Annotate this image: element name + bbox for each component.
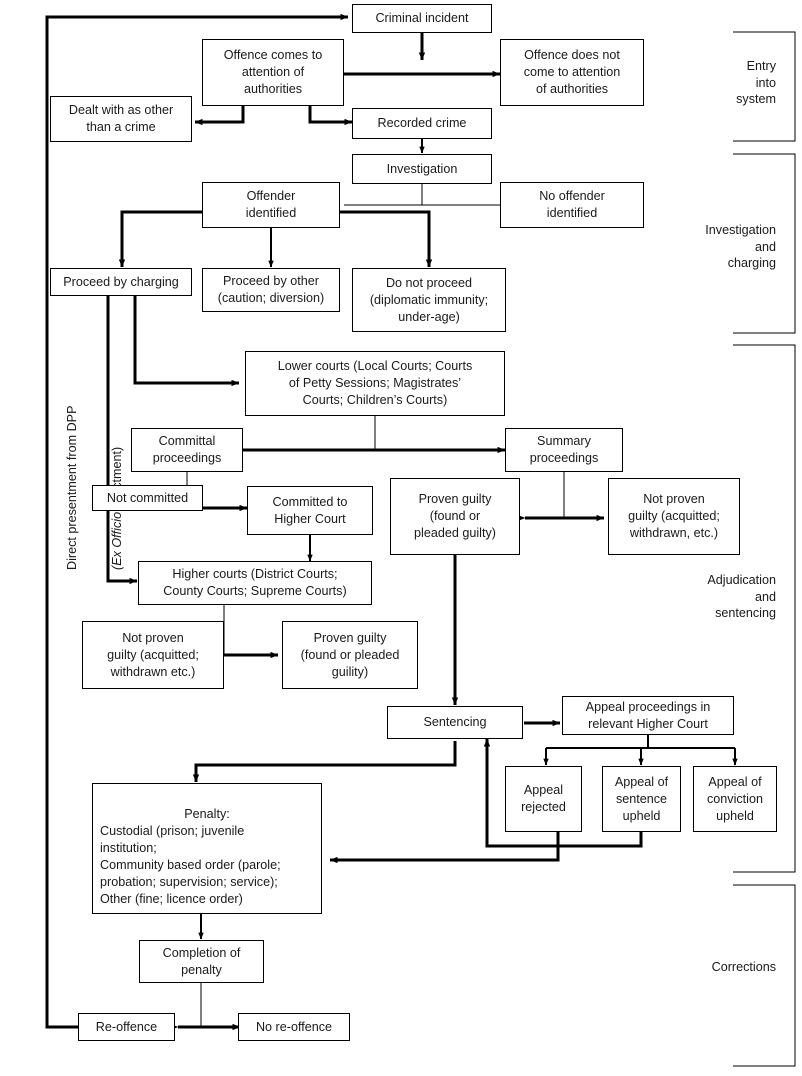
node-lower-courts[interactable]: Lower courts (Local Courts; Courts of Pe… <box>245 351 505 416</box>
node-no-offender-identified[interactable]: No offender identified <box>500 182 644 228</box>
node-sentencing[interactable]: Sentencing <box>387 706 523 739</box>
node-summary-proceedings[interactable]: Summary proceedings <box>505 428 623 472</box>
node-not-proven-guilty-higher[interactable]: Not proven guilty (acquitted; withdrawn … <box>82 621 224 689</box>
node-no-re-offence[interactable]: No re-offence <box>238 1013 350 1041</box>
node-completion-of-penalty[interactable]: Completion of penalty <box>139 940 264 983</box>
node-appeal-proceedings[interactable]: Appeal proceedings in relevant Higher Co… <box>562 696 734 735</box>
node-higher-courts[interactable]: Higher courts (District Courts; County C… <box>138 561 372 605</box>
node-offence-does-not-come-to-attention[interactable]: Offence does not come to attention of au… <box>500 39 644 106</box>
node-not-committed[interactable]: Not committed <box>92 485 203 511</box>
direct-presentment-line1: Direct presentment from DPP <box>65 405 79 570</box>
node-proceed-by-charging[interactable]: Proceed by charging <box>50 268 192 296</box>
node-investigation[interactable]: Investigation <box>352 154 492 184</box>
direct-presentment-line2: (Ex Officio indictment) <box>95 280 125 570</box>
stage-label-investigation: Investigation and charging <box>705 223 776 270</box>
node-offence-comes-to-attention[interactable]: Offence comes to attention of authoritie… <box>202 39 344 106</box>
node-dealt-with-as-other-than-crime[interactable]: Dealt with as other than a crime <box>50 96 192 142</box>
stage-label-corrections: Corrections <box>711 960 776 974</box>
node-appeal-of-sentence-upheld[interactable]: Appeal of sentence upheld <box>602 766 681 832</box>
ex-officio-italic: (Ex Officio <box>110 511 124 570</box>
node-recorded-crime[interactable]: Recorded crime <box>352 108 492 139</box>
direct-presentment-annotation: Direct presentment from DPP (Ex Officio … <box>50 280 140 570</box>
node-appeal-rejected[interactable]: Appeal rejected <box>505 766 582 832</box>
node-re-offence[interactable]: Re-offence <box>78 1013 175 1041</box>
stage-label-adjudication: Adjudication and sentencing <box>707 573 776 620</box>
penalty-details: Custodial (prison; juvenile institution;… <box>100 824 281 906</box>
node-proven-guilty-lower[interactable]: Proven guilty (found or pleaded guilty) <box>390 478 520 555</box>
node-committed-to-higher-court[interactable]: Committed to Higher Court <box>247 486 373 535</box>
node-committal-proceedings[interactable]: Committal proceedings <box>131 428 243 472</box>
node-penalty[interactable]: Penalty: Custodial (prison; juvenile inst… <box>92 783 322 914</box>
node-not-proven-guilty-lower[interactable]: Not proven guilty (acquitted; withdrawn,… <box>608 478 740 555</box>
node-offender-identified[interactable]: Offender identified <box>202 182 340 228</box>
node-do-not-proceed[interactable]: Do not proceed (diplomatic immunity; und… <box>352 268 506 332</box>
node-criminal-incident[interactable]: Criminal incident <box>352 4 492 33</box>
stage-label-entry: Entry into system <box>736 59 776 106</box>
penalty-title: Penalty: <box>184 807 230 821</box>
node-appeal-of-conviction-upheld[interactable]: Appeal of conviction upheld <box>693 766 777 832</box>
node-proven-guilty-higher[interactable]: Proven guilty (found or pleaded guility) <box>282 621 418 689</box>
node-proceed-by-other[interactable]: Proceed by other (caution; diversion) <box>202 268 340 312</box>
